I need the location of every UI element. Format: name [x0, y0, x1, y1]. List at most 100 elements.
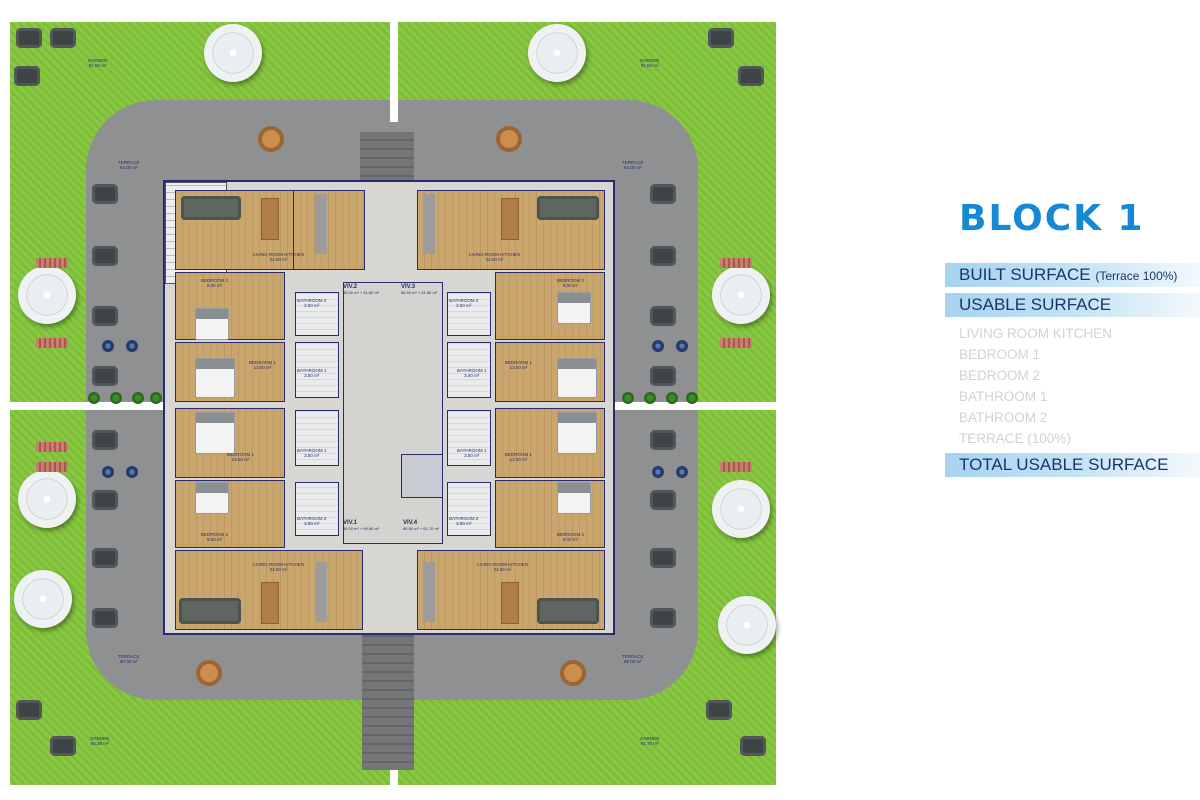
- lounge-chair-13: [650, 366, 676, 386]
- unit-name-viv3: VIV.3: [401, 284, 416, 290]
- unit-tag-viv4: VIV.4 86.50 m² + 61.70 m²: [403, 520, 439, 531]
- lounger-6: [720, 338, 752, 348]
- lounge-chair-20: [650, 548, 676, 568]
- terrace-table-bottom-left: [196, 660, 222, 686]
- lounger-4: [36, 462, 68, 472]
- unit-area-viv1: 86.50 m² + 69.80 m²: [343, 526, 380, 531]
- legend-item: TERRACE (100%): [959, 431, 1071, 446]
- room-bathroom2-top-right: [447, 292, 491, 336]
- walkway-south: [362, 632, 414, 770]
- legend-item: LIVING ROOM KITCHEN: [959, 326, 1113, 341]
- lounge-chair-23: [50, 736, 76, 756]
- room-bathroom2-bottom-left: [295, 482, 339, 536]
- built-surface-label: BUILT SURFACE: [959, 265, 1091, 284]
- lounge-chair-25: [740, 736, 766, 756]
- umbrella-top-left: [204, 24, 262, 82]
- room-bathroom1-top-left: [295, 342, 339, 398]
- usable-surface-items: LIVING ROOM KITCHEN BEDROOM 1 BEDROOM 2 …: [945, 323, 1200, 449]
- total-usable-surface-bar: TOTAL USABLE SURFACE: [945, 453, 1200, 477]
- bed-bedroom1-top-left: [195, 358, 235, 398]
- umbrella-right-bottom: [718, 596, 776, 654]
- lounge-chair-16: [92, 548, 118, 568]
- room-bathroom1-top-right: [447, 342, 491, 398]
- hedge-plant-6: [644, 392, 656, 404]
- hedge-plant-5: [622, 392, 634, 404]
- bed-bedroom1-top-right: [557, 358, 597, 398]
- lounger-3: [36, 442, 68, 452]
- planter-5: [102, 466, 114, 478]
- built-surface-note: (Terrace 100%): [1095, 269, 1178, 283]
- sofa-top-left: [181, 196, 241, 220]
- hedge-plant-8: [686, 392, 698, 404]
- umbrella-left-upper: [18, 266, 76, 324]
- legend-item: BATHROOM 2: [959, 410, 1048, 425]
- unit-tag-viv2: VIV.2 86.50 m² + 61.80 m²: [343, 284, 379, 295]
- lounge-chair-7: [92, 246, 118, 266]
- lounger-1: [36, 258, 68, 268]
- lounge-chair-9: [92, 366, 118, 386]
- plot-separator-horizontal: [10, 402, 170, 410]
- plot-separator-vertical-top: [390, 22, 398, 122]
- dining-table-bottom-right: [501, 582, 519, 624]
- room-kitchen-top-left: [293, 190, 365, 270]
- lounge-chair-10: [650, 184, 676, 204]
- room-bathroom2-top-left: [295, 292, 339, 336]
- bed-bedroom2-bottom-left: [195, 482, 229, 514]
- dining-table-bottom-left: [261, 582, 279, 624]
- room-bedroom2-top-left: [175, 272, 285, 340]
- planter-2: [126, 340, 138, 352]
- lounger-5: [720, 258, 752, 268]
- unit-name-viv4: VIV.4: [403, 520, 418, 526]
- lounger-7: [720, 462, 752, 472]
- umbrella-right-upper: [712, 266, 770, 324]
- sofa-top-right: [537, 196, 599, 220]
- hedge-plant-3: [132, 392, 144, 404]
- kitchen-counter-bottom-left: [315, 562, 327, 622]
- lounge-chair-21: [650, 608, 676, 628]
- hedge-plant-1: [88, 392, 100, 404]
- lounge-chair-22: [16, 700, 42, 720]
- legend-item: BEDROOM 1: [959, 347, 1041, 362]
- room-bathroom2-bottom-right: [447, 482, 491, 536]
- kitchen-counter-top-right: [423, 194, 435, 254]
- planter-3: [652, 340, 664, 352]
- lounge-chair-14: [92, 430, 118, 450]
- hedge-plant-4: [150, 392, 162, 404]
- walkway-north: [360, 132, 414, 184]
- bed-bedroom2-top-right: [557, 292, 591, 324]
- lounge-chair-17: [92, 608, 118, 628]
- bed-bedroom1-bottom-left: [195, 412, 235, 454]
- dining-table-top-right: [501, 198, 519, 240]
- lounge-chair-18: [650, 430, 676, 450]
- unit-area-viv3: 86.50 m² + 61.80 m²: [401, 290, 438, 295]
- room-bedroom2-top-right: [495, 272, 605, 340]
- total-usable-surface-label: TOTAL USABLE SURFACE: [959, 455, 1169, 474]
- terrace-table-top-left: [258, 126, 284, 152]
- umbrella-left-bottom: [14, 570, 72, 628]
- planter-7: [652, 466, 664, 478]
- lounge-chair-4: [708, 28, 734, 48]
- lounge-chair-2: [50, 28, 76, 48]
